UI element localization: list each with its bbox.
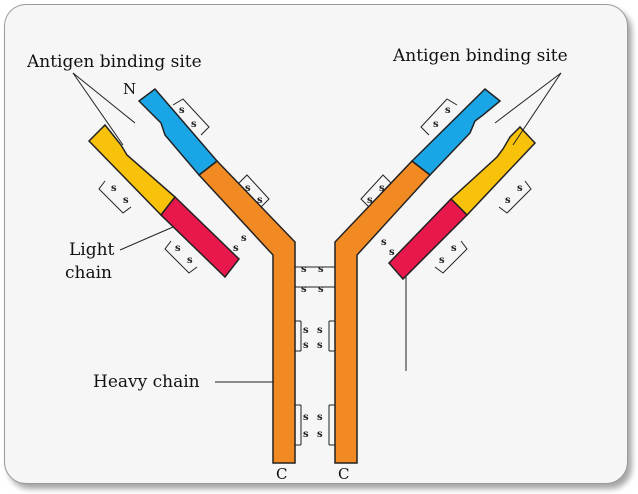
svg-text:s: s	[517, 183, 523, 194]
svg-text:s: s	[505, 195, 511, 206]
svg-text:s: s	[317, 429, 323, 440]
heavy-chain-left	[197, 159, 296, 464]
svg-text:s: s	[439, 255, 445, 266]
svg-text:s: s	[317, 325, 323, 336]
antibody-diagram: s s s s s s s s s s s s s s s s s s s s …	[26, 46, 568, 483]
svg-text:s: s	[379, 183, 385, 194]
svg-text:s: s	[318, 284, 324, 295]
light-variable-left	[87, 123, 177, 217]
light-constant-right	[387, 197, 469, 281]
svg-text:s: s	[389, 247, 395, 258]
svg-text:s: s	[381, 237, 387, 248]
callout-lines	[72, 72, 562, 383]
antigen-binding-site-label-left: Antigen binding site	[26, 52, 202, 72]
svg-text:s: s	[241, 233, 247, 244]
svg-text:s: s	[245, 183, 251, 194]
light-chain-label-line2: chain	[65, 263, 112, 283]
svg-text:s: s	[175, 243, 181, 254]
antigen-binding-site-label-right: Antigen binding site	[392, 46, 568, 66]
heavy-chain-label: Heavy chain	[93, 372, 200, 392]
svg-text:s: s	[301, 284, 307, 295]
diagram-frame: s s s s s s s s s s s s s s s s s s s s …	[4, 4, 628, 484]
n-terminal-label: N	[123, 80, 136, 98]
heavy-chain-right	[334, 159, 432, 464]
svg-text:s: s	[317, 340, 323, 351]
svg-text:s: s	[123, 195, 129, 206]
svg-text:s: s	[111, 183, 117, 194]
svg-text:s: s	[301, 264, 307, 275]
c-terminal-right-label: C	[338, 465, 349, 483]
svg-text:s: s	[433, 119, 439, 130]
variable-heavy-left	[137, 87, 219, 177]
light-chain-label-line1: Light	[69, 240, 115, 260]
svg-text:s: s	[318, 264, 324, 275]
variable-heavy-right	[410, 87, 502, 177]
svg-text:s: s	[257, 195, 263, 206]
svg-text:s: s	[187, 255, 193, 266]
svg-text:s: s	[317, 412, 323, 423]
svg-text:s: s	[179, 105, 185, 116]
light-constant-left	[159, 195, 241, 279]
svg-text:s: s	[303, 429, 309, 440]
svg-text:s: s	[451, 243, 457, 254]
svg-text:s: s	[303, 412, 309, 423]
svg-text:s: s	[303, 340, 309, 351]
svg-text:s: s	[303, 325, 309, 336]
svg-text:s: s	[191, 119, 197, 130]
svg-text:s: s	[233, 243, 239, 254]
c-terminal-left-label: C	[276, 465, 287, 483]
disulfide-labels: s s s s s s s s s s s s s s s s s s s s …	[111, 105, 523, 440]
disulfide-lines	[98, 98, 532, 446]
svg-text:s: s	[367, 195, 373, 206]
svg-text:s: s	[445, 105, 451, 116]
